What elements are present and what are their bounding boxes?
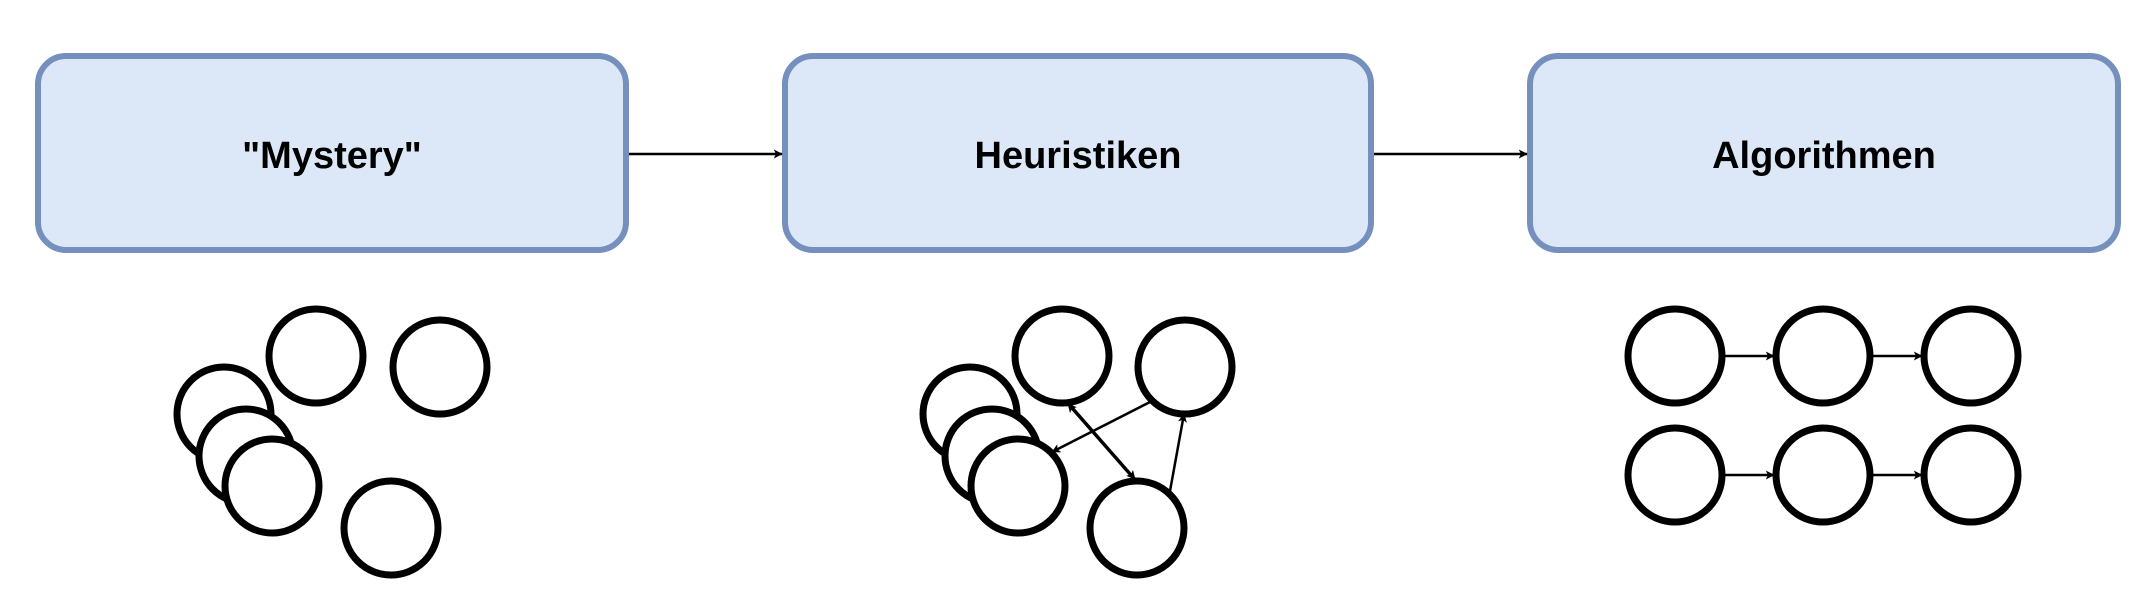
heuristics-node xyxy=(1011,305,1113,407)
mystery-node-cluster xyxy=(173,305,491,579)
algorithms-node xyxy=(1772,305,1874,407)
mystery-node xyxy=(340,477,442,579)
algorithms-node xyxy=(1920,424,2022,526)
heuristics-node-cluster xyxy=(919,305,1236,579)
stage-algorithms: Algorithmen xyxy=(1527,53,2121,253)
stage-mystery: "Mystery" xyxy=(35,53,629,253)
stage-heuristics-box xyxy=(782,53,1374,253)
stage-heuristics-label: Heuristiken xyxy=(975,135,1182,177)
algorithms-node xyxy=(1624,424,1726,526)
algorithms-node xyxy=(1624,305,1726,407)
stage-heuristics: Heuristiken xyxy=(782,53,1374,253)
heuristics-edge xyxy=(1168,413,1187,492)
mystery-node xyxy=(221,435,323,537)
heuristics-edge xyxy=(1070,405,1136,480)
algorithms-node xyxy=(1772,424,1874,526)
stage-algorithms-label: Algorithmen xyxy=(1712,135,1936,177)
heuristics-node xyxy=(1134,316,1236,418)
algorithms-node-grid xyxy=(1624,305,2022,526)
mystery-node xyxy=(389,316,491,418)
algorithms-node xyxy=(1920,305,2022,407)
stage-mystery-box xyxy=(35,53,629,253)
stage-algorithms-box xyxy=(1527,53,2121,253)
heuristics-node xyxy=(967,435,1069,537)
stage-mystery-label: "Mystery" xyxy=(242,135,422,177)
heuristics-node xyxy=(1086,477,1188,579)
heuristics-edge xyxy=(1051,400,1151,454)
mystery-node xyxy=(265,305,367,407)
